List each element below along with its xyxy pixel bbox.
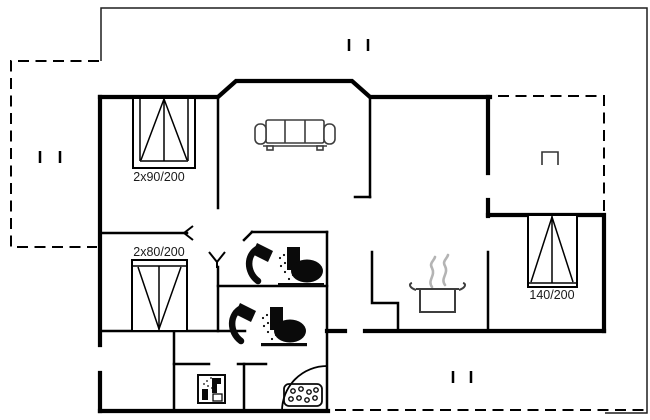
bed-140-icon xyxy=(527,214,578,288)
bed-2x80-icon xyxy=(131,259,188,332)
terrace-dashed-outline xyxy=(10,60,645,411)
shower-tray-icon xyxy=(283,383,323,407)
terrace-top-right xyxy=(498,95,605,211)
steam-icon xyxy=(429,253,450,289)
chimney-icon xyxy=(541,151,559,165)
bed-2x90-icon xyxy=(132,97,196,169)
boundary-tick-marks xyxy=(38,39,473,383)
bed-label-2x80: 2x80/200 xyxy=(133,245,184,259)
shower-cabin xyxy=(281,365,328,412)
terrace-left xyxy=(10,60,99,248)
cooking-pot-icon xyxy=(408,253,467,313)
washing-appliance-icon xyxy=(197,374,226,404)
sofa-icon xyxy=(254,119,336,151)
toilet-icon xyxy=(278,247,324,287)
door-arc-icon xyxy=(281,365,328,412)
site-boundary xyxy=(100,7,648,414)
bed-label-2x90: 2x90/200 xyxy=(133,170,184,184)
bathroom-icons xyxy=(245,243,324,287)
bathroom-icons-2 xyxy=(232,303,307,346)
bed-label-140: 140/200 xyxy=(529,288,574,302)
exterior-walls xyxy=(97,78,607,414)
door-swing-icon xyxy=(183,225,226,268)
